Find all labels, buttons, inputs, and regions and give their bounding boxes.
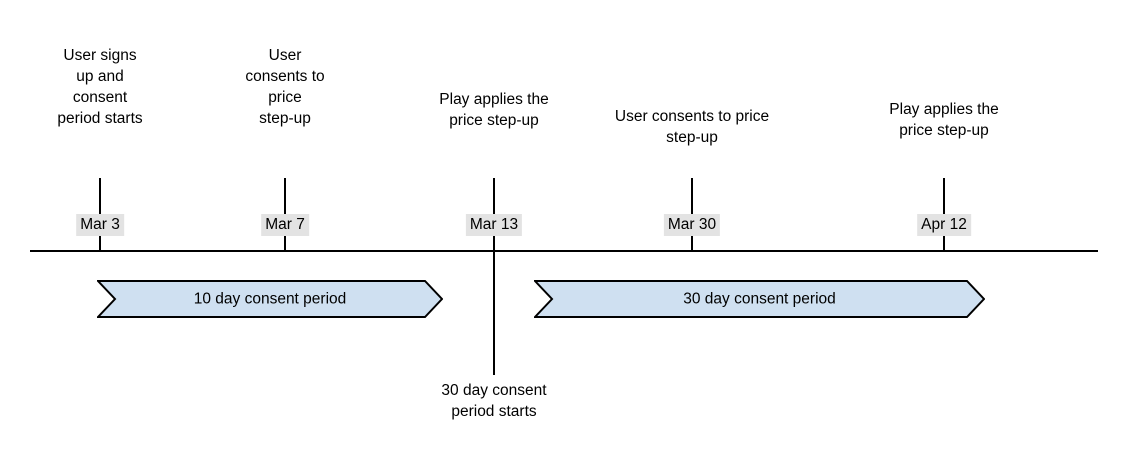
event-caption-mar-13: Play applies the price step-up [439, 91, 549, 129]
event-caption-mar-30: User consents to price step-up [614, 108, 770, 146]
date-label-apr-12: Apr 12 [917, 214, 971, 236]
event-caption-mar-3: User signs up and consent period starts [57, 47, 143, 127]
tick-mark-mar-13 [493, 178, 495, 375]
date-label-mar-7: Mar 7 [261, 214, 309, 236]
date-label-mar-30: Mar 30 [663, 214, 721, 236]
consent-period-band-0: 10 day consent period [97, 280, 443, 318]
band-chevron-shape-1 [534, 280, 985, 318]
below-axis-note-0: 30 day consent period starts [441, 382, 547, 420]
consent-period-band-1: 30 day consent period [534, 280, 985, 318]
band-chevron-shape-0 [97, 280, 443, 318]
event-caption-apr-12: Play applies the price step-up [889, 101, 999, 139]
date-label-mar-3: Mar 3 [76, 214, 124, 236]
date-label-mar-13: Mar 13 [465, 214, 523, 236]
event-caption-mar-7: User consents to price step-up [245, 47, 325, 127]
timeline-axis [30, 250, 1098, 252]
